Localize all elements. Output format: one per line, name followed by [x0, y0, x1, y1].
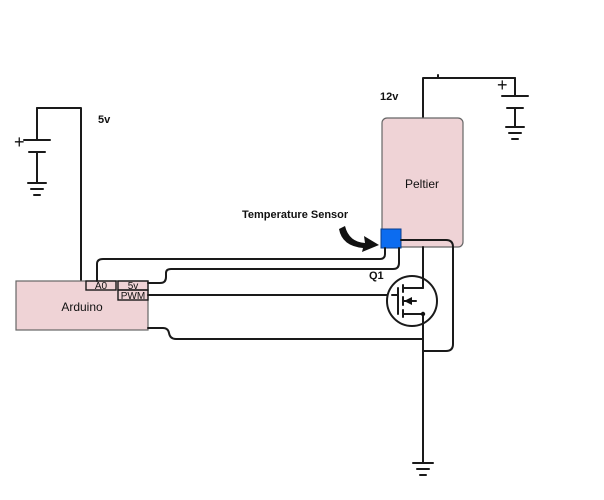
ground-bottom	[412, 462, 434, 476]
battery-left: +	[14, 107, 51, 183]
pin-a0-box	[85, 280, 117, 291]
battery-right: +	[497, 75, 529, 127]
wire-peltier-drain	[400, 239, 454, 352]
wire-arduino-ground	[147, 327, 424, 340]
ground-right	[505, 126, 525, 140]
pin-pwm-label: PWM	[121, 291, 145, 302]
wire-12v-supply	[422, 77, 516, 119]
pin-5v-label: 5v	[128, 281, 139, 292]
temperature-sensor-label: Temperature Sensor	[242, 209, 349, 221]
supply-5v-label: 5v	[98, 114, 111, 126]
supply-12v-label: 12v	[380, 91, 399, 103]
ground-left	[27, 182, 47, 196]
mosfet-label: Q1	[369, 270, 384, 282]
wire-5v-supply	[36, 107, 82, 282]
battery-left-plus: +	[14, 132, 25, 152]
arduino-box	[15, 280, 149, 331]
peltier-label: Peltier	[405, 177, 439, 191]
pin-a0-label: A0	[95, 281, 108, 292]
sensor-arrow-icon	[339, 226, 379, 252]
arduino-label: Arduino	[61, 300, 103, 314]
battery-right-plus: +	[497, 75, 508, 95]
wire-5v-sensor	[147, 247, 400, 284]
mosfet-q1	[386, 275, 438, 327]
temperature-sensor	[380, 228, 402, 249]
wire-a0-sensor	[96, 247, 386, 282]
